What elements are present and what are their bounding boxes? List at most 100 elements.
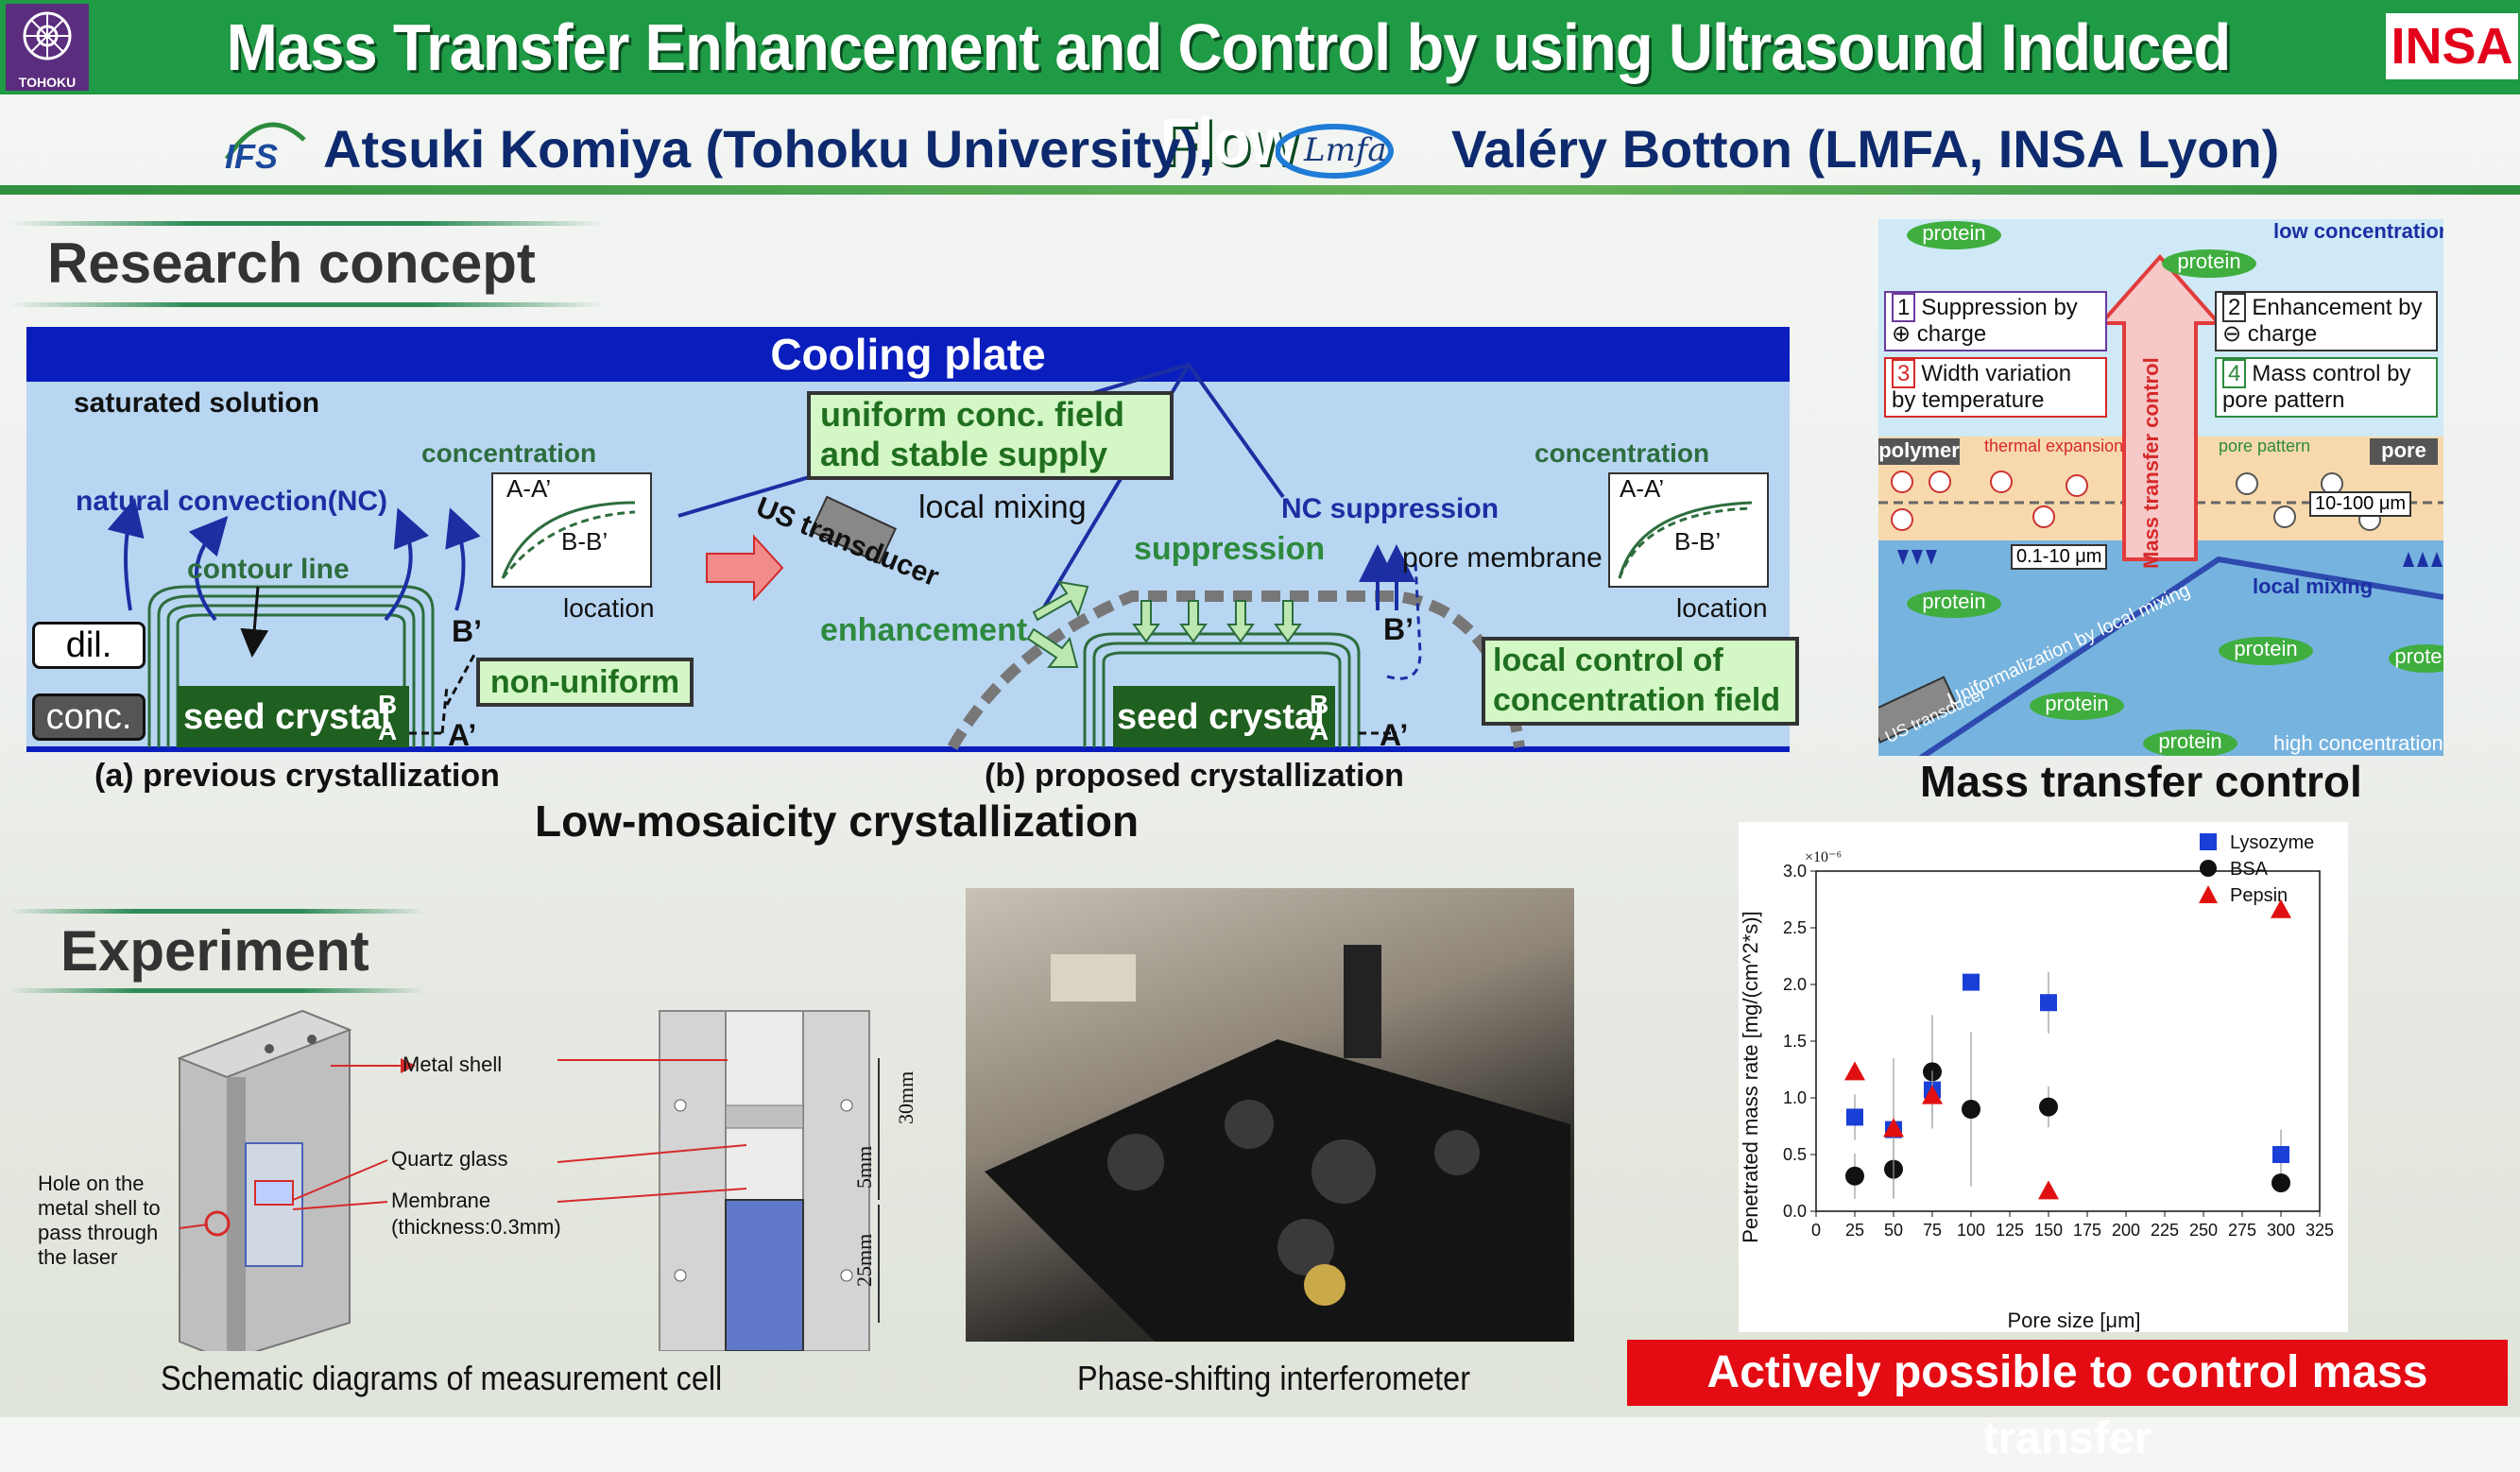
x-tick-label-4: 100	[1957, 1221, 1985, 1240]
metal-shell-label: Metal shell	[403, 1053, 503, 1076]
header-bar	[0, 0, 2520, 94]
location-label-left: location	[563, 593, 655, 623]
photo-caption: Phase-shifting interferometer	[1077, 1359, 1470, 1397]
point-a-left: A	[378, 716, 398, 745]
y-tick-label-2: 1.0	[1783, 1088, 1807, 1107]
point-lysozyme-4	[2040, 994, 2057, 1012]
y-tick-label-3: 1.5	[1783, 1032, 1807, 1051]
point-pepsin-1	[1883, 1118, 1904, 1138]
point-bsa-5	[2271, 1173, 2290, 1192]
aa-label-left: A-A’	[506, 474, 552, 503]
x-tick-label-1: 25	[1845, 1221, 1864, 1240]
caption-b: (b) proposed crystallization	[985, 758, 1404, 794]
local-control-box: local control of concentration field	[1482, 637, 1799, 726]
box-3-number: 3	[1892, 359, 1916, 388]
point-pepsin-4	[2271, 899, 2291, 918]
seed-crystal-right: seed crystal	[1117, 697, 1325, 737]
low-concentration-label: low concentration	[2273, 219, 2443, 243]
bb-label-left: B-B’	[561, 527, 609, 556]
mass-transfer-art	[1878, 253, 2443, 756]
point-bsa-0	[1845, 1166, 1864, 1186]
point-bsa-4	[2039, 1097, 2058, 1117]
box-1-text: Suppression by ⊕ charge	[1892, 295, 2078, 347]
lmfa-logo-text: Lmfa	[1303, 131, 1387, 169]
uniform-conc-box: uniform conc. field and stable supply	[807, 391, 1174, 480]
pore-size-large: 10-100 μm	[2309, 491, 2412, 517]
lmfa-logo: Lmfa	[1275, 115, 1431, 183]
y-tick-label-5: 2.5	[1783, 918, 1807, 937]
legend-marker-bsa	[2200, 860, 2217, 877]
experiment-rule-top	[9, 909, 425, 914]
laser-hole-label: Hole on the metal shell to pass through …	[38, 1172, 161, 1269]
low-mosaicity-subtitle: Low-mosaicity crystallization	[535, 796, 1140, 846]
thermal-expansion-label: thermal expansion	[1984, 436, 2124, 455]
bb-label-right: B-B’	[1674, 527, 1722, 556]
protein-1: protein	[1907, 221, 2001, 249]
y-tick-label-0: 0.0	[1783, 1202, 1807, 1221]
protein-2: protein	[2162, 249, 2256, 278]
tohoku-logo-text: TOHOKU	[18, 75, 77, 90]
x-tick-label-3: 75	[1923, 1221, 1942, 1240]
legend-label-lysozyme: Lysozyme	[2230, 832, 2314, 853]
protein-7: protein	[2389, 644, 2443, 673]
point-lysozyme-3	[1963, 973, 1980, 991]
enhancement-label: enhancement	[820, 612, 1028, 648]
author-1: Atsuki Komiya (Tohoku University),	[323, 119, 1213, 179]
protein-6: protein	[2143, 729, 2237, 756]
box-4-text: Mass control by pore pattern	[2222, 361, 2411, 413]
legend-marker-lysozyme	[2200, 833, 2217, 850]
dimension-5mm: 5mm	[852, 1145, 876, 1189]
conclusion-banner: Actively possible to control mass transf…	[1627, 1340, 2508, 1463]
mass-transfer-arrow-label: Mass transfer control	[2139, 357, 2163, 569]
cell-caption: Schematic diagrams of measurement cell	[161, 1359, 723, 1397]
ifs-logo: IFS	[217, 102, 312, 187]
protein-3: protein	[1907, 590, 2001, 618]
experiment-rule-bottom	[9, 988, 425, 993]
conc-label: conc.	[32, 693, 146, 741]
contour-line-label: contour line	[187, 554, 350, 585]
point-b-right: B	[1310, 690, 1329, 719]
box-2-text: Enhancement by ⊖ charge	[2222, 295, 2423, 347]
y-tick-label-6: 3.0	[1783, 862, 1807, 881]
dil-label: dil.	[32, 622, 146, 669]
local-mixing-label-right: local mixing	[2253, 574, 2374, 598]
y-tick-label-4: 2.0	[1783, 975, 1807, 994]
x-tick-label-7: 175	[2073, 1221, 2101, 1240]
point-pepsin-3	[2038, 1180, 2059, 1200]
x-tick-label-12: 300	[2267, 1221, 2295, 1240]
x-tick-label-0: 0	[1811, 1221, 1821, 1240]
high-concentration-label: high concentration	[2273, 731, 2443, 755]
saturated-solution-label: saturated solution	[74, 387, 320, 419]
y-tick-label-1: 0.5	[1783, 1145, 1807, 1164]
ifs-logo-text: IFS	[225, 137, 278, 176]
non-uniform-box: non-uniform	[476, 658, 694, 707]
nc-suppression-label: NC suppression	[1281, 493, 1500, 524]
pore-label: pore	[2370, 438, 2438, 465]
x-tick-label-11: 275	[2228, 1221, 2256, 1240]
x-tick-label-8: 200	[2112, 1221, 2140, 1240]
legend-marker-pepsin	[2199, 885, 2218, 903]
chart-y-axis-label: Penetrated mass rate [mg/(cm^2*s)]	[1739, 911, 1762, 1242]
insa-logo: INSA	[2386, 13, 2518, 79]
x-tick-label-6: 150	[2034, 1221, 2063, 1240]
mass-transfer-diagram: protein protein protein protein protein …	[1878, 219, 2443, 756]
aa-label-right: A-A’	[1620, 474, 1665, 503]
research-concept-heading: Research concept	[47, 231, 536, 295]
natural-convection-label: natural convection(NC)	[76, 486, 388, 517]
seed-crystal-left: seed crystal	[183, 697, 391, 737]
interferometer-photo	[966, 888, 1574, 1342]
concentration-profile-right	[1608, 472, 1769, 588]
local-mixing-label: local mixing	[918, 489, 1087, 525]
legend-label-bsa: BSA	[2230, 859, 2269, 880]
point-b-left: B	[378, 690, 398, 719]
pore-size-chart: Penetrated mass rate [mg/(cm^2*s)] Pore …	[1739, 822, 2348, 1332]
concept-diagram-art	[26, 362, 1790, 752]
concentration-label-right: concentration	[1534, 438, 1710, 468]
point-lysozyme-5	[2272, 1146, 2289, 1163]
point-lysozyme-0	[1846, 1108, 1863, 1126]
polymer-label: polymer	[1878, 438, 1960, 465]
caption-a: (a) previous crystallization	[94, 758, 500, 794]
